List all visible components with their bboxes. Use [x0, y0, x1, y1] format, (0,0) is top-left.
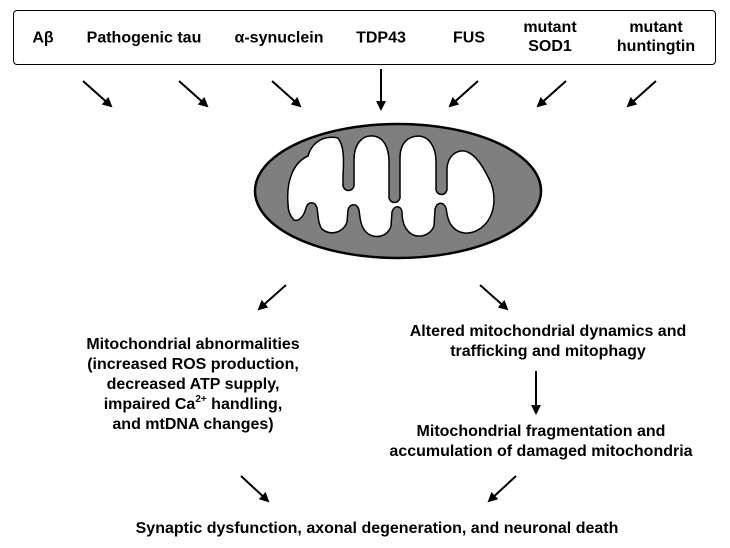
mitochondrion-icon — [253, 122, 543, 260]
arrow-tau — [178, 80, 209, 108]
abnormalities-line-3: decreased ATP supply, — [106, 376, 280, 393]
fragmentation-line-2: accumulation of damaged mitochondria — [389, 443, 693, 460]
arrow-left-to-outcome — [240, 475, 270, 503]
arrow-to-dynamics — [479, 284, 509, 311]
protein-tdp43: TDP43 — [356, 29, 406, 47]
dynamics-text: Altered mitochondrial dynamics and traff… — [410, 322, 687, 362]
dynamics-line-1: Altered mitochondrial dynamics and — [409, 323, 687, 340]
abnormalities-line-1: Mitochondrial abnormalities — [86, 336, 300, 353]
abnormalities-line-4: impaired Ca2+ handling, — [86, 395, 299, 415]
protein-fus: FUS — [453, 29, 485, 47]
outcome-text: Synaptic dysfunction, axonal degeneratio… — [135, 520, 619, 537]
ca-prefix: impaired Ca — [103, 396, 196, 413]
dynamics-line-2: trafficking and mitophagy — [450, 343, 646, 360]
protein-pathogenic-tau: Pathogenic tau — [86, 29, 202, 47]
arrow-to-abnormalities — [257, 284, 287, 311]
arrow-abeta — [82, 80, 113, 108]
protein-mutant-sod1: mutant SOD1 — [523, 19, 577, 55]
abnormalities-line-5: and mtDNA changes) — [112, 416, 274, 433]
fragmentation-line-1: Mitochondrial fragmentation and — [416, 423, 666, 440]
arrow-synuclein — [271, 80, 302, 108]
protein-alpha-synuclein: α-synuclein — [234, 29, 324, 47]
fragmentation-text: Mitochondrial fragmentation and accumula… — [389, 422, 692, 462]
mitochondrial-abnormalities-text: Mitochondrial abnormalities (increased R… — [86, 335, 299, 435]
protein-abeta: Aβ — [32, 29, 54, 47]
arrow-right-to-outcome — [487, 475, 517, 503]
protein-mutant-huntingtin: mutant huntingtin — [616, 19, 696, 55]
arrow-sod1 — [536, 80, 567, 108]
arrow-fus — [448, 80, 479, 108]
ca-suffix: handling, — [206, 396, 283, 413]
protein-list-box — [13, 10, 716, 65]
abnormalities-line-2: (increased ROS production, — [87, 356, 299, 373]
ca-superscript: 2+ — [195, 394, 207, 405]
arrow-huntingtin — [626, 80, 657, 108]
